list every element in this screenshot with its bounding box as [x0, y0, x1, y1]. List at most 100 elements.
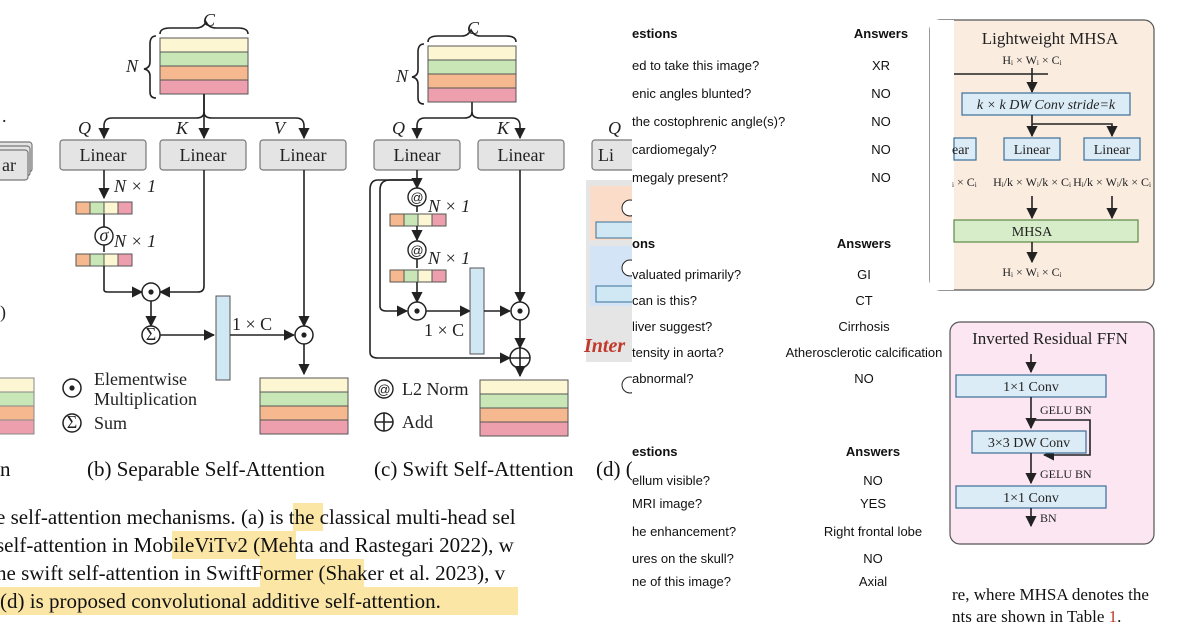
token-label-c: N	[395, 66, 409, 86]
qa-header-questions-3: estions	[632, 444, 678, 459]
qa-question: MRI image?	[632, 496, 702, 511]
input-feature-stack-b	[159, 37, 249, 95]
qa-question: cardiomegaly?	[632, 142, 717, 157]
legend-c: @ L2 Norm Add	[374, 379, 469, 432]
input-feature-stack-c	[427, 45, 517, 103]
panel-c-swift-self-attention: C N Q K Linear Linear @ N × 1	[369, 18, 574, 481]
right-caption-line-1: re, where MHSA denotes the	[952, 585, 1149, 604]
lightweight-mhsa-block: Lightweight MHSA Hᵢ × Wᵢ × Cᵢ k × k DW C…	[929, 19, 1155, 291]
dims-v: Hᵢ/k × Wᵢ/k × Cᵢ	[1073, 175, 1151, 189]
qa-section-1: estions Answers ed to take this image? X…	[632, 26, 908, 185]
linear-k-box	[1003, 137, 1061, 161]
score-vector-c2	[389, 269, 447, 283]
inter-fragment: Inter	[583, 335, 625, 357]
qa-answer: NO	[871, 170, 891, 185]
qa-answer: NO	[854, 371, 874, 386]
qa-answer: GI	[857, 267, 871, 282]
qa-answer: NO	[863, 551, 883, 566]
channel-label-c: C	[467, 18, 480, 38]
qa-answer: Axial	[859, 574, 887, 589]
mhsa-input-dims: Hᵢ × Wᵢ × Cᵢ	[1002, 53, 1061, 67]
panel-a-linear-fragment: ar	[2, 155, 16, 175]
right-caption: re, where MHSA denotes the nts are shown…	[952, 585, 1149, 626]
right-caption-line-2: nts are shown in Table 1.	[952, 607, 1121, 626]
qa-answer: Atherosclerotic calcification	[786, 345, 943, 360]
qa-question: he enhancement?	[632, 524, 736, 539]
qa-header-answers-1: Answers	[854, 26, 908, 41]
qa-question: tensity in aorta?	[632, 345, 724, 360]
linear-k-box-c	[477, 139, 565, 171]
channel-label-b: C	[203, 10, 216, 30]
linear-v-label-b: Linear	[280, 145, 327, 165]
legend-sum-glyph: Σ	[67, 412, 77, 432]
qa-question: ellum visible?	[632, 473, 710, 488]
onec-label-c: 1 × C	[424, 320, 464, 340]
dwconv-box	[971, 430, 1087, 454]
qa-question: can is this?	[632, 293, 697, 308]
context-vector-b	[215, 295, 231, 381]
mhsa-title: Lightweight MHSA	[982, 29, 1119, 48]
dw-conv-box	[961, 92, 1131, 116]
linear-d-fragment: Li	[598, 145, 614, 165]
conv1x1-a-label: 1×1 Conv	[1003, 380, 1059, 395]
sigma-label-b: σ	[100, 225, 110, 245]
panel-d-fragment: Q Li Inter (d) (	[583, 118, 653, 481]
mhsa-label: MHSA	[1012, 225, 1053, 240]
linear-v-box-b	[259, 139, 347, 171]
onec-label-b: 1 × C	[232, 314, 272, 334]
value-label-b: V	[274, 118, 287, 138]
nx1-label-b1: N × 1	[113, 176, 156, 196]
legend-elementwise: Elementwise	[94, 369, 187, 389]
mhsa-output-dims: Hᵢ × Wᵢ × Cᵢ	[1002, 265, 1061, 279]
query-label-b: Q	[78, 118, 91, 138]
qa-answer: NO	[871, 142, 891, 157]
legend-alpha-glyph: @	[377, 382, 390, 397]
qa-answer: NO	[863, 473, 883, 488]
panel-a-paren-fragment: )	[0, 302, 6, 323]
alpha-glyph-c1: @	[410, 190, 423, 205]
bn-label: BN	[1040, 511, 1057, 525]
qa-header-questions-1: estions	[632, 26, 678, 41]
linear-k-box-b	[159, 139, 247, 171]
inverted-residual-ffn-block: Inverted Residual FFN 1×1 Conv GELU BN 3…	[949, 321, 1155, 545]
architecture-panel: Lightweight MHSA Hᵢ × Wᵢ × Cᵢ k × k DW C…	[929, 19, 1155, 626]
caption-b: (b) Separable Self-Attention	[87, 457, 325, 481]
qa-header-answers-3: Answers	[846, 444, 900, 459]
panel-b-separable-self-attention: C N Q K V Linear Linear Linear	[59, 10, 349, 481]
dwconv-label: 3×3 DW Conv	[988, 436, 1070, 451]
linear-k-label-b: Linear	[180, 145, 227, 165]
key-label-b: K	[175, 118, 189, 138]
output-stack-c	[479, 379, 569, 437]
paragraph-line-1: e self-attention mechanisms. (a) is the …	[0, 505, 516, 529]
mhsa-box	[953, 219, 1139, 243]
qa-table-panel: estions Answers ed to take this image? X…	[632, 0, 950, 630]
score-vector-c1	[389, 213, 447, 227]
qa-answer: CT	[855, 293, 872, 308]
panel-a-fragment: ar . ) n	[0, 106, 35, 481]
linear-k-label: Linear	[1014, 143, 1051, 158]
qa-question: ed to take this image?	[632, 58, 759, 73]
qa-answer: XR	[872, 58, 890, 73]
dw-conv-label: k × k DW Conv stride=k	[977, 98, 1116, 113]
qa-header-answers-2: Answers	[837, 236, 891, 251]
nx1-label-b2: N × 1	[113, 231, 156, 251]
caption-d-fragment: (d) (	[596, 457, 633, 481]
paragraph-line-4: (d) is proposed convolutional additive s…	[0, 589, 441, 613]
linear-fragment-right: ear	[952, 143, 969, 158]
qa-answer: NO	[871, 86, 891, 101]
sum-glyph-b: Σ	[146, 324, 156, 344]
qa-question: ne of this image?	[632, 574, 731, 589]
linear-q-box-b	[59, 139, 147, 171]
token-label-b: N	[125, 56, 139, 76]
query-label-c: Q	[392, 118, 405, 138]
qa-question: valuated primarily?	[632, 267, 741, 282]
linear-q-label-b: Linear	[80, 145, 127, 165]
nx1-label-c2: N × 1	[427, 248, 470, 268]
qa-header-questions-2: ons	[632, 236, 655, 251]
alpha-glyph-c2: @	[410, 243, 423, 258]
qa-section-3: estions Answers ellum visible? NO MRI im…	[632, 444, 922, 589]
qa-section-2: ons Answers valuated primarily? GI can i…	[632, 236, 942, 386]
score-vector-b1	[75, 201, 133, 215]
linear-q-label-c: Linear	[394, 145, 441, 165]
